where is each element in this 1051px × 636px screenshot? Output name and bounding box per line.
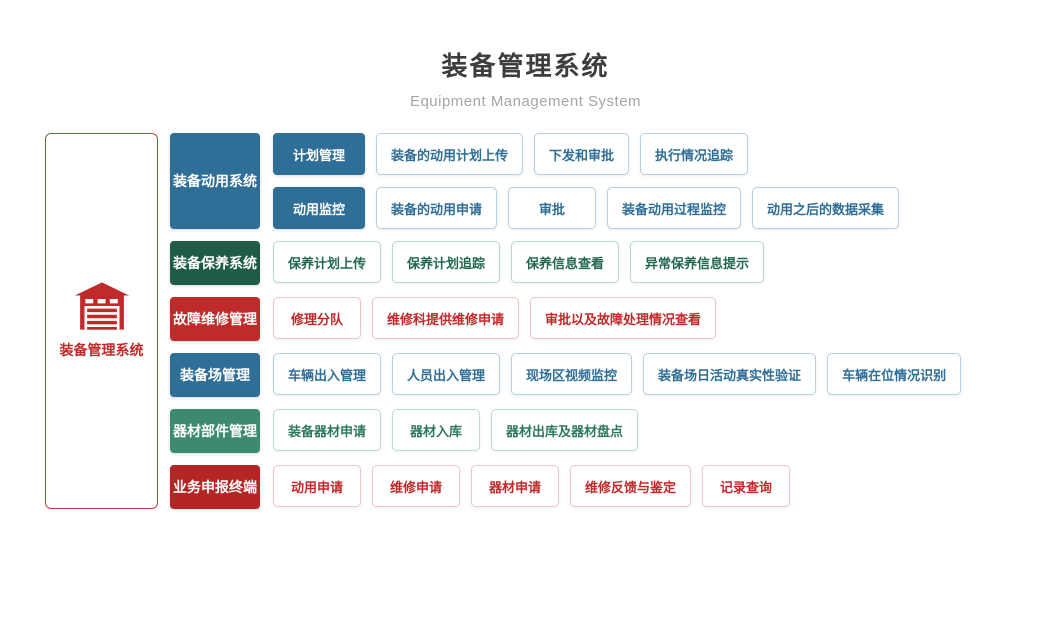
section-row: 装备保养系统保养计划上传保养计划追踪保养信息查看异常保养信息提示 (170, 241, 961, 285)
items-row: 装备的动用申请审批装备动用过程监控动用之后的数据采集 (376, 187, 900, 229)
item-box: 下发和审批 (534, 133, 630, 175)
subrow: 计划管理装备的动用计划上传下发和审批执行情况追踪 (273, 133, 899, 175)
items-row: 车辆出入管理人员出入管理现场区视频监控装备场日活动真实性验证车辆在位情况识别 (273, 353, 962, 397)
item-box: 人员出入管理 (392, 353, 501, 395)
item-box: 审批 (508, 187, 597, 229)
items-row: 装备的动用计划上传下发和审批执行情况追踪 (376, 133, 749, 175)
items-row: 装备器材申请器材入库器材出库及器材盘点 (273, 409, 639, 453)
root-label: 装备管理系统 (59, 342, 144, 358)
section-row: 业务申报终端动用申请维修申请器材申请维修反馈与鉴定记录查询 (170, 465, 961, 509)
item-box: 器材出库及器材盘点 (491, 409, 639, 451)
garage-icon (74, 282, 130, 330)
section-row: 装备场管理车辆出入管理人员出入管理现场区视频监控装备场日活动真实性验证车辆在位情… (170, 353, 962, 397)
item-box: 器材入库 (392, 409, 481, 451)
items-row: 修理分队维修科提供维修申请审批以及故障处理情况查看 (273, 297, 717, 341)
section-row: 故障维修管理修理分队维修科提供维修申请审批以及故障处理情况查看 (170, 297, 961, 341)
item-box: 装备器材申请 (273, 409, 382, 451)
item-box: 审批以及故障处理情况查看 (530, 297, 717, 339)
item-box: 装备的动用申请 (376, 187, 498, 229)
item-box: 修理分队 (273, 297, 361, 339)
item-box: 记录查询 (702, 465, 791, 507)
category-box: 故障维修管理 (170, 297, 260, 341)
item-box: 维修申请 (372, 465, 460, 507)
category-box: 装备场管理 (170, 353, 260, 397)
category-box: 器材部件管理 (170, 409, 260, 453)
item-box: 车辆在位情况识别 (827, 353, 962, 395)
item-box: 装备场日活动真实性验证 (643, 353, 817, 395)
subrows-column: 计划管理装备的动用计划上传下发和审批执行情况追踪动用监控装备的动用申请审批装备动… (273, 133, 900, 229)
item-box: 异常保养信息提示 (630, 241, 765, 283)
item-box: 维修科提供维修申请 (372, 297, 520, 339)
page-header: 装备管理系统 Equipment Management System (0, 0, 1051, 110)
item-box: 装备的动用计划上传 (376, 133, 524, 175)
item-box: 车辆出入管理 (273, 353, 382, 395)
item-box: 维修反馈与鉴定 (570, 465, 692, 507)
root-node: 装备管理系统 (45, 133, 158, 509)
sections-column: 装备动用系统计划管理装备的动用计划上传下发和审批执行情况追踪动用监控装备的动用申… (170, 133, 962, 509)
page-title: 装备管理系统 (441, 51, 610, 81)
item-box: 保养计划追踪 (392, 241, 501, 283)
item-box: 动用申请 (273, 465, 361, 507)
section-row: 装备动用系统计划管理装备的动用计划上传下发和审批执行情况追踪动用监控装备的动用申… (170, 133, 961, 229)
item-box: 装备动用过程监控 (607, 187, 742, 229)
item-box: 执行情况追踪 (640, 133, 749, 175)
item-box: 器材申请 (471, 465, 559, 507)
category-box: 装备保养系统 (170, 241, 260, 285)
subrow: 动用监控装备的动用申请审批装备动用过程监控动用之后的数据采集 (273, 187, 900, 229)
diagram: 装备管理系统 装备动用系统计划管理装备的动用计划上传下发和审批执行情况追踪动用监… (45, 133, 1051, 509)
items-row: 动用申请维修申请器材申请维修反馈与鉴定记录查询 (273, 465, 791, 509)
category-box: 装备动用系统 (170, 133, 260, 229)
item-box: 保养信息查看 (511, 241, 620, 283)
subcategory-box: 动用监控 (273, 187, 365, 229)
items-row: 保养计划上传保养计划追踪保养信息查看异常保养信息提示 (273, 241, 765, 285)
section-row: 器材部件管理装备器材申请器材入库器材出库及器材盘点 (170, 409, 961, 453)
subcategory-box: 计划管理 (273, 133, 365, 175)
item-box: 保养计划上传 (273, 241, 382, 283)
page-subtitle: Equipment Management System (409, 93, 642, 110)
item-box: 动用之后的数据采集 (752, 187, 900, 229)
category-box: 业务申报终端 (170, 465, 260, 509)
item-box: 现场区视频监控 (511, 353, 633, 395)
